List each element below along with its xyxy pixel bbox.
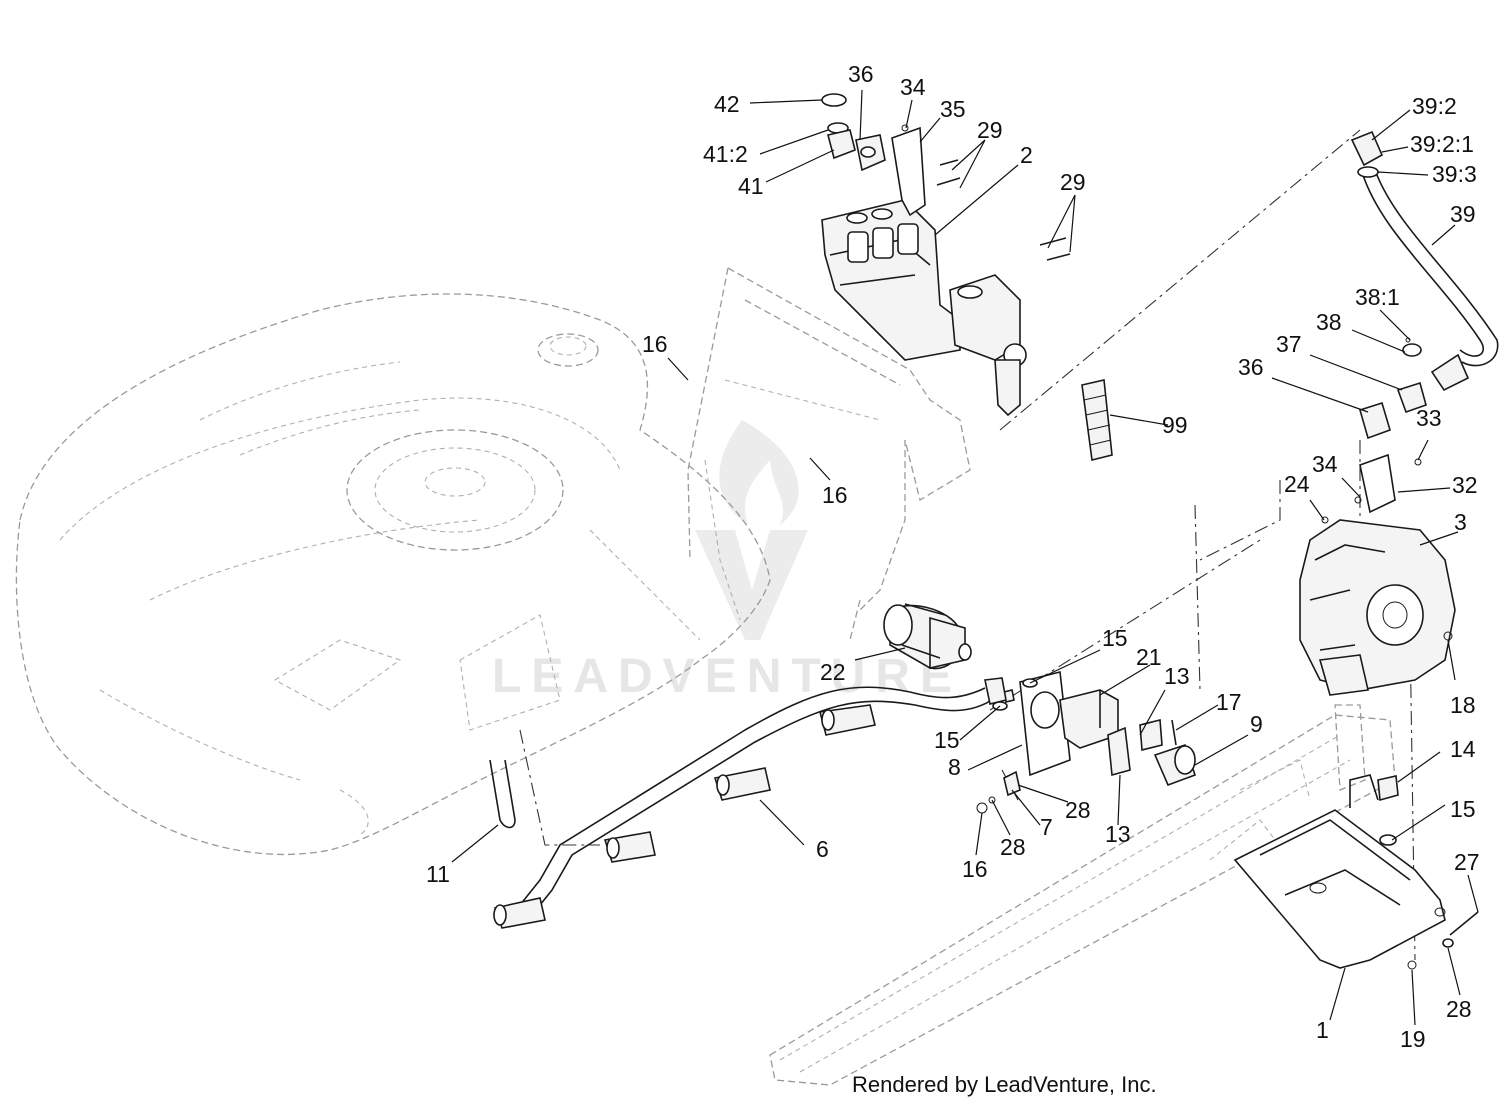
valve-manifold <box>821 199 1027 417</box>
callout-19: 19 <box>1400 1026 1426 1052</box>
callout-36: 36 <box>848 61 874 87</box>
callouts: 42 36 34 35 41:2 41 29 2 29 39:2 39:2:1 … <box>426 61 1480 1052</box>
callout-29: 29 <box>1060 169 1086 195</box>
callout-27: 27 <box>1454 849 1480 875</box>
callout-15: 15 <box>1450 796 1476 822</box>
valve-bracket <box>891 124 1071 261</box>
callout-9: 9 <box>1250 711 1263 737</box>
callout-6: 6 <box>816 836 829 862</box>
callout-39: 39 <box>1450 201 1476 227</box>
callout-32: 32 <box>1452 472 1478 498</box>
callout-42: 42 <box>714 91 740 117</box>
callout-22: 22 <box>820 659 846 685</box>
tank-outline <box>15 293 771 856</box>
assembly-centerlines <box>519 129 1416 961</box>
callout-41: 41 <box>738 173 764 199</box>
callout-17: 17 <box>1216 689 1242 715</box>
callout-15: 15 <box>934 727 960 753</box>
callout-28: 28 <box>1065 797 1091 823</box>
callout-36: 36 <box>1238 354 1264 380</box>
hydraulic-motor <box>883 603 972 670</box>
callout-28: 28 <box>1446 996 1472 1022</box>
callout-18: 18 <box>1450 692 1476 718</box>
callout-34: 34 <box>1312 451 1338 477</box>
callout-29: 29 <box>977 117 1003 143</box>
render-credit: Rendered by LeadVenture, Inc. <box>852 1072 1157 1097</box>
callout-11: 11 <box>426 861 450 887</box>
callout-24: 24 <box>1284 471 1310 497</box>
callout-39-3: 39:3 <box>1432 161 1477 187</box>
leader-lines <box>451 89 1479 1026</box>
frame-outline <box>687 267 971 641</box>
callout-99: 99 <box>1162 412 1188 438</box>
pump <box>1299 516 1456 696</box>
pump-bracket <box>1354 453 1422 514</box>
callout-39-2-1: 39:2:1 <box>1410 131 1474 157</box>
callout-35: 35 <box>940 96 966 122</box>
strainer <box>1081 379 1113 461</box>
callout-7: 7 <box>1040 814 1053 840</box>
mounting-bracket <box>1233 774 1446 969</box>
watermark: LEADVENTURE <box>492 420 962 703</box>
callout-1: 1 <box>1316 1017 1329 1043</box>
callout-41-2: 41:2 <box>703 141 748 167</box>
callout-14: 14 <box>1450 736 1476 762</box>
callout-34: 34 <box>900 74 926 100</box>
top-fittings <box>821 93 886 172</box>
motor-mount <box>1019 671 1163 777</box>
callout-13: 13 <box>1105 821 1131 847</box>
callout-38-1: 38:1 <box>1355 284 1400 310</box>
callout-28: 28 <box>1000 834 1026 860</box>
hose-assembly <box>493 677 1007 929</box>
callout-2: 2 <box>1020 142 1033 168</box>
callout-16: 16 <box>822 482 848 508</box>
callout-37: 37 <box>1276 331 1302 357</box>
callout-16: 16 <box>962 856 988 882</box>
callout-16: 16 <box>642 331 668 357</box>
callout-13: 13 <box>1164 663 1190 689</box>
watermark-text: LEADVENTURE <box>492 650 962 703</box>
callout-8: 8 <box>948 754 961 780</box>
callout-39-2: 39:2 <box>1412 93 1457 119</box>
callout-21: 21 <box>1136 644 1162 670</box>
callout-3: 3 <box>1454 509 1467 535</box>
callout-33: 33 <box>1416 405 1442 431</box>
callout-38: 38 <box>1316 309 1342 335</box>
suction-hose <box>1350 130 1499 392</box>
callout-15: 15 <box>1102 625 1128 651</box>
drain-tube <box>489 759 516 829</box>
